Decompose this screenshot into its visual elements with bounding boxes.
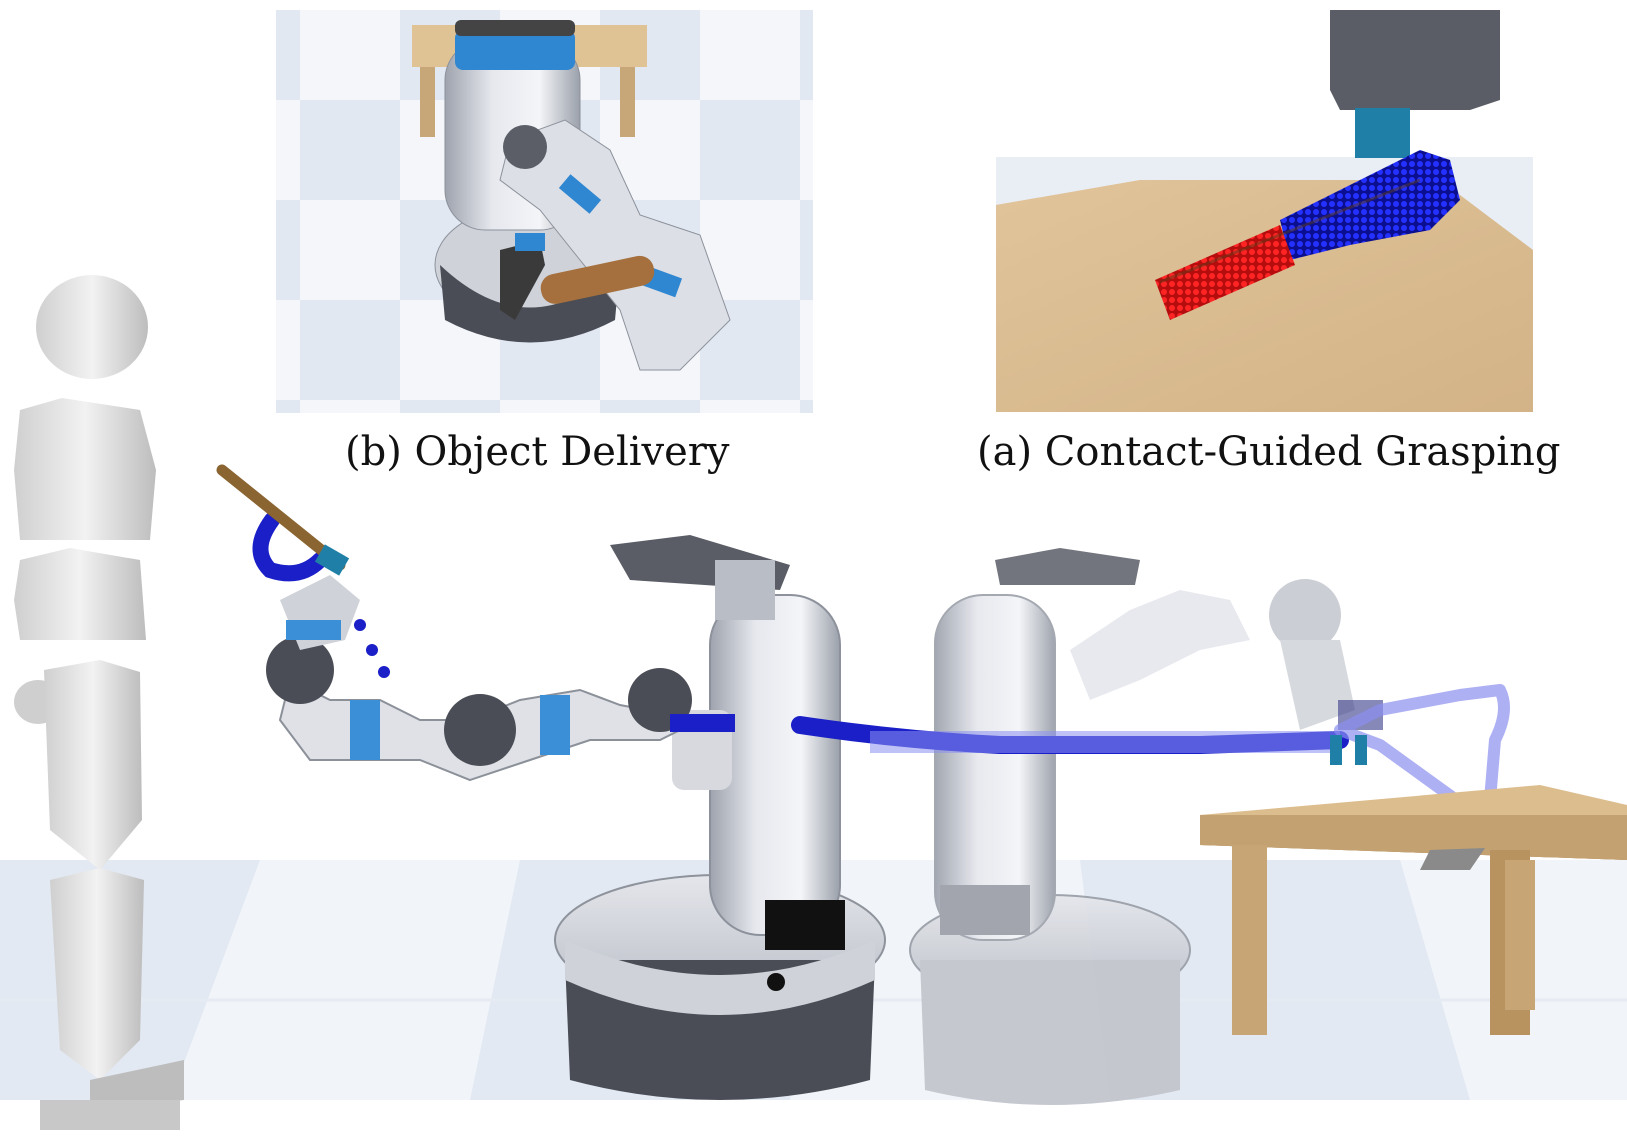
hammer-icon [216, 464, 350, 576]
inset-a-gripper [1330, 10, 1500, 158]
caption-contact-guided-grasping: (a) Contact-Guided Grasping [977, 429, 1561, 475]
caption-object-delivery: (b) Object Delivery [345, 429, 730, 475]
inset-a-contact-points [1155, 150, 1460, 320]
human-silhouette-icon [14, 275, 184, 1130]
robot-right [909, 548, 1383, 1105]
main-scene [0, 275, 1627, 1130]
inset-b-hammer [500, 233, 655, 320]
robot-left [554, 535, 886, 1100]
inset-object-delivery [276, 10, 813, 413]
robot-left-arm [266, 575, 704, 782]
table-icon [1200, 785, 1627, 1035]
inset-contact-guided-grasping [996, 10, 1533, 412]
gripper-right [1330, 735, 1367, 765]
trajectory-paths [252, 512, 1510, 816]
